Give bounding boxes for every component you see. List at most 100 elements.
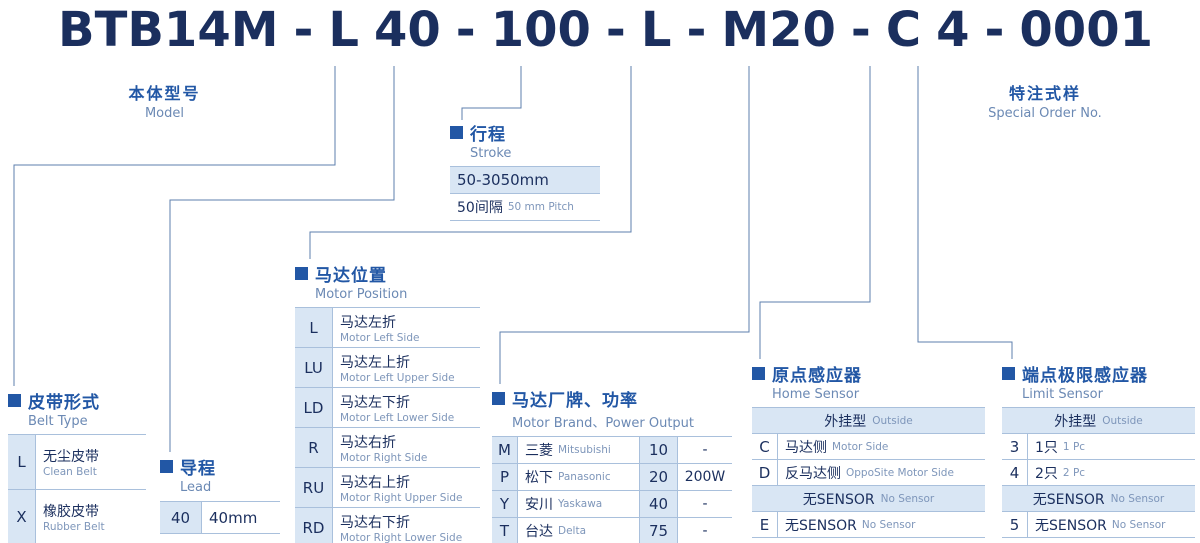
home-sensor-section: 原点感应器 Home Sensor 外挂型 Outside C 马达侧 Moto…: [752, 361, 985, 538]
code-segment-motor-position: L: [640, 2, 672, 58]
limit-sensor-group-outside: 外挂型 Outside: [1002, 408, 1195, 434]
option-zh: 马达右折: [340, 434, 396, 451]
option-code: T: [492, 518, 518, 543]
power-value: -: [702, 523, 708, 539]
belt-type-row: X 橡胶皮带 Rubber Belt: [8, 490, 146, 543]
motor-position-row: R 马达右折 Motor Right Side: [295, 428, 480, 468]
group-zh: 无SENSOR: [1032, 491, 1105, 508]
leader-line-home-sensor: [759, 66, 871, 359]
motor-position-title-zh: 马达位置: [315, 266, 387, 286]
option-zh: 马达右下折: [340, 514, 410, 531]
option-code: E: [752, 512, 778, 537]
motor-position-row: RU 马达右上折 Motor Right Upper Side: [295, 468, 480, 508]
option-desc: 无尘皮带 Clean Belt: [36, 435, 146, 489]
group-en: No Sensor: [1110, 492, 1165, 505]
option-desc: 马达左折 Motor Left Side: [333, 308, 480, 347]
brand-zh: 松下: [525, 470, 553, 486]
leader-line-lead: [169, 66, 395, 452]
code-separator: -: [686, 2, 707, 58]
leader-line-motor-brand: [499, 66, 750, 384]
section-bullet-icon: [492, 392, 505, 405]
stroke-range: 50-3050mm: [457, 171, 549, 189]
option-zh: 反马达侧: [785, 465, 841, 482]
limit-sensor-table: 外挂型 Outside 3 1只 1 Pc 4 2只 2 Pc 无SENSOR …: [1002, 407, 1195, 538]
option-zh: 无SENSOR: [785, 517, 857, 534]
motor-brand-title-zh: 马达厂牌、功率: [512, 391, 638, 411]
option-en: No Sensor: [1111, 518, 1166, 531]
power-code: 75: [640, 518, 678, 543]
code-segment-lead: 40: [374, 2, 441, 58]
special-order-label-zh: 特注式样: [1008, 84, 1081, 103]
section-bullet-icon: [450, 126, 463, 139]
belt-type-section: 皮带形式 Belt Type L 无尘皮带 Clean Belt X 橡胶皮带 …: [8, 388, 146, 543]
option-zh: 无SENSOR: [1035, 517, 1107, 534]
belt-type-table: L 无尘皮带 Clean Belt X 橡胶皮带 Rubber Belt: [8, 434, 146, 543]
model-label: 本体型号 Model: [92, 80, 237, 121]
stroke-range-row: 50-3050mm: [450, 167, 600, 194]
option-code: 3: [1002, 434, 1028, 459]
group-zh: 无SENSOR: [802, 491, 875, 508]
brand-en: Delta: [558, 525, 587, 537]
option-zh: 马达侧: [785, 439, 827, 456]
option-code: Y: [492, 491, 518, 517]
code-separator: -: [605, 2, 626, 58]
motor-position-row: LU 马达左上折 Motor Left Upper Side: [295, 348, 480, 388]
section-bullet-icon: [295, 267, 308, 280]
option-desc: 橡胶皮带 Rubber Belt: [36, 490, 146, 543]
lead-value: 40mm: [209, 508, 258, 527]
code-separator: -: [850, 2, 871, 58]
belt-type-row: L 无尘皮带 Clean Belt: [8, 435, 146, 490]
stroke-pitch-row: 50间隔 50 mm Pitch: [450, 194, 600, 221]
brand-en: Mitsubishi: [558, 444, 611, 456]
stroke-pitch-en: 50 mm Pitch: [507, 201, 574, 213]
special-order-label: 特注式样 Special Order No.: [960, 80, 1130, 121]
stroke-title-en: Stroke: [470, 146, 512, 161]
option-code: X: [8, 490, 36, 543]
option-code: D: [752, 460, 778, 485]
option-code: LD: [295, 388, 333, 427]
home-sensor-table: 外挂型 Outside C 马达侧 Motor Side D 反马达侧 Oppo…: [752, 407, 985, 538]
model-code-title: BTB14M - L 40 - 100 - L - M20 - C 4 - 00…: [58, 2, 1153, 58]
belt-type-title-en: Belt Type: [28, 414, 88, 429]
option-en: Motor Side: [832, 440, 889, 453]
brand-zh: 台达: [525, 524, 553, 540]
brand-en: Panasonic: [558, 471, 611, 483]
brand-cell: 台达 Delta: [518, 518, 640, 543]
group-zh: 外挂型: [1054, 413, 1097, 430]
motor-brand-row: M 三菱 Mitsubishi 10 -: [492, 437, 732, 464]
stroke-table: 50-3050mm 50间隔 50 mm Pitch: [450, 166, 600, 221]
code-separator: -: [455, 2, 476, 58]
home-sensor-group-outside: 外挂型 Outside: [752, 408, 985, 434]
lead-title-zh: 导程: [180, 459, 216, 479]
option-zh: 1只: [1035, 439, 1058, 456]
option-code: RU: [295, 468, 333, 507]
motor-brand-section: 马达厂牌、功率 Motor Brand、Power Output M 三菱 Mi…: [492, 386, 732, 543]
motor-brand-title-en: Motor Brand、Power Output: [512, 416, 695, 431]
stroke-title-zh: 行程: [470, 125, 506, 145]
option-en: OppoSite Motor Side: [846, 466, 954, 479]
code-segment-stroke: 100: [490, 2, 591, 58]
motor-position-row: RD 马达右下折 Motor Right Lower Side: [295, 508, 480, 543]
option-code: RD: [295, 508, 333, 543]
option-en: 2 Pc: [1062, 466, 1086, 479]
limit-sensor-row: 3 1只 1 Pc: [1002, 434, 1195, 460]
lead-section: 导程 Lead 40 40mm: [160, 454, 280, 534]
option-en: Motor Right Upper Side: [340, 491, 463, 504]
motor-brand-row: P 松下 Panasonic 20 200W: [492, 464, 732, 491]
limit-sensor-row: 5 无SENSOR No Sensor: [1002, 512, 1195, 538]
option-desc: 马达左下折 Motor Left Lower Side: [333, 388, 480, 427]
option-code: LU: [295, 348, 333, 387]
brand-en: Yaskawa: [558, 498, 603, 510]
leader-line-stroke: [461, 66, 522, 120]
limit-sensor-section-header: 端点极限感应器: [1002, 361, 1195, 386]
home-sensor-section-header: 原点感应器: [752, 361, 985, 386]
home-sensor-title-en: Home Sensor: [772, 387, 860, 402]
brand-zh: 安川: [525, 497, 553, 513]
code-segment-limit-sensor: 4: [936, 2, 970, 58]
option-zh: 无尘皮带: [43, 449, 99, 465]
lead-table: 40 40mm: [160, 501, 280, 534]
motor-position-section: 马达位置 Motor Position L 马达左折 Motor Left Si…: [295, 261, 480, 543]
option-en: Clean Belt: [43, 466, 97, 478]
